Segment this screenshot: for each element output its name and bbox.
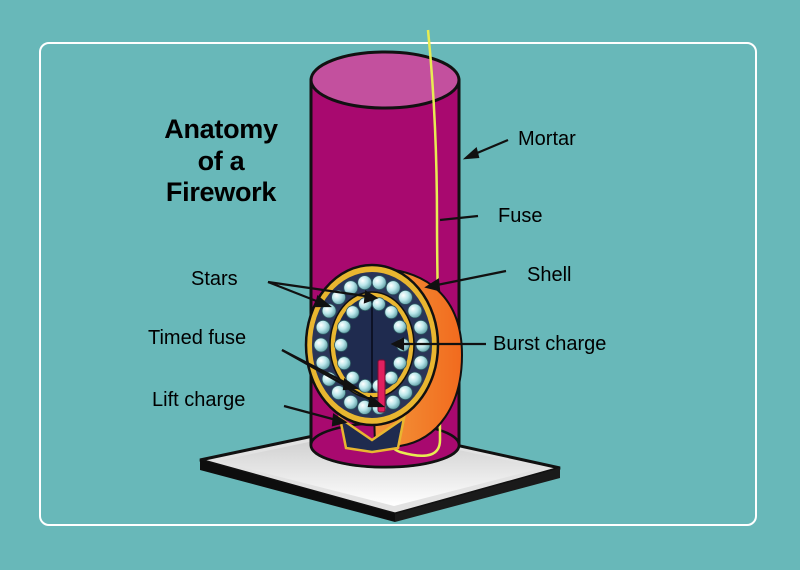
title-line-3: Firework (165, 177, 277, 207)
star-pellet (397, 289, 413, 305)
lift-charge-shape (338, 415, 406, 454)
inner-stars-ring (334, 297, 410, 393)
star-pellet (357, 275, 373, 291)
star-pellet (371, 297, 386, 312)
star-pellet (337, 319, 352, 334)
shell-leader (431, 269, 507, 288)
star-pellet (345, 305, 360, 320)
fuse-leader (439, 214, 479, 222)
label-mortar: Mortar (518, 128, 576, 150)
star-pellet (331, 385, 347, 401)
star-pellet (371, 275, 387, 291)
star-pellet (321, 303, 337, 319)
star-pellet (315, 319, 331, 335)
star-pellet (413, 355, 429, 371)
label-timed-fuse: Timed fuse (148, 327, 247, 349)
star-pellet (384, 305, 399, 320)
label-fuse: Fuse (498, 205, 543, 227)
diagram-frame (39, 42, 757, 526)
star-pellet (334, 338, 348, 352)
star-pellet (384, 370, 399, 385)
star-pellet (331, 289, 347, 305)
star-pellet (407, 371, 423, 387)
star-pellet (413, 319, 429, 335)
star-pellet (392, 319, 407, 334)
star-pellet (357, 399, 373, 415)
label-stars: Stars (191, 268, 238, 290)
timed-fuse-rod (377, 359, 386, 413)
lift-charge-leader (283, 404, 341, 423)
star-pellet (385, 280, 401, 296)
title-line-2: of a (197, 146, 245, 176)
timed-fuse-leader-2 (281, 349, 379, 405)
label-burst-charge: Burst charge (493, 333, 607, 355)
star-pellet (343, 394, 359, 410)
outer-stars-ring (313, 275, 431, 415)
title-line-1: Anatomy (164, 114, 278, 144)
stars-leader-2 (267, 280, 325, 306)
star-pellet (407, 303, 423, 319)
stars-leader-1 (267, 280, 373, 299)
label-shell: Shell (527, 264, 572, 286)
star-pellet (358, 378, 373, 393)
star-pellet (337, 356, 352, 371)
star-pellet (313, 337, 329, 353)
star-pellet (385, 394, 401, 410)
label-lift-charge: Lift charge (152, 389, 246, 411)
star-pellet (315, 355, 331, 371)
star-pellet (397, 385, 413, 401)
star-pellet (392, 356, 407, 371)
leader-lines (267, 138, 509, 427)
